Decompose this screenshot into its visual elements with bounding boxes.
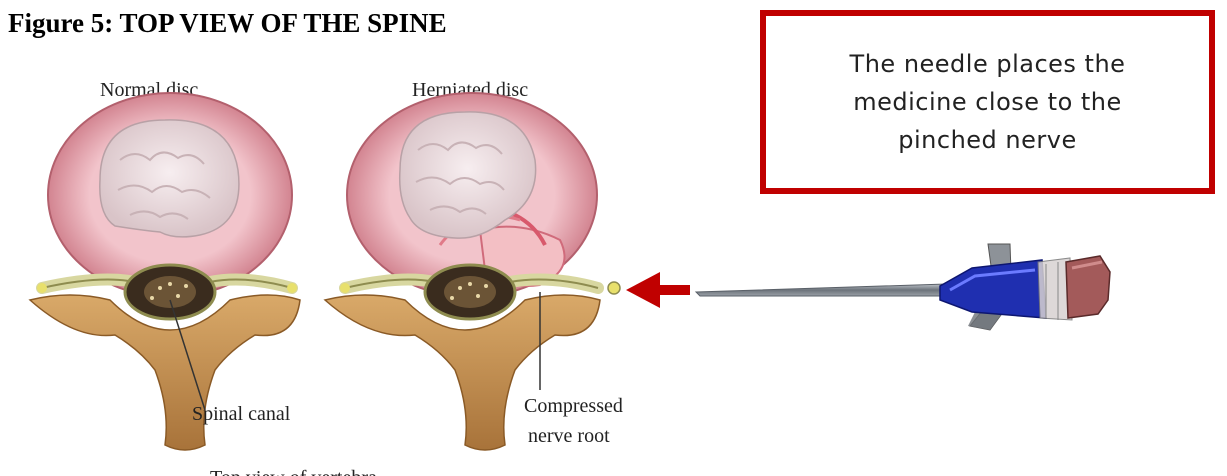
compressed-label-line2: nerve root (528, 425, 610, 447)
herniated-vertebra: Herniated disc Compressed nerve root (325, 79, 623, 450)
callout-text: The needle places the medicine close to … (838, 45, 1138, 159)
compressed-label-line1: Compressed (524, 395, 623, 417)
arrow-left-icon (626, 272, 690, 308)
info-callout: The needle places the medicine close to … (760, 10, 1215, 194)
spinal-canal-label: Spinal canal (192, 403, 291, 425)
spinal-needle-icon (696, 244, 1110, 330)
vertebra-caption: Top view of vertebra (210, 467, 377, 476)
normal-vertebra: Normal disc Spinal canal (30, 79, 300, 450)
